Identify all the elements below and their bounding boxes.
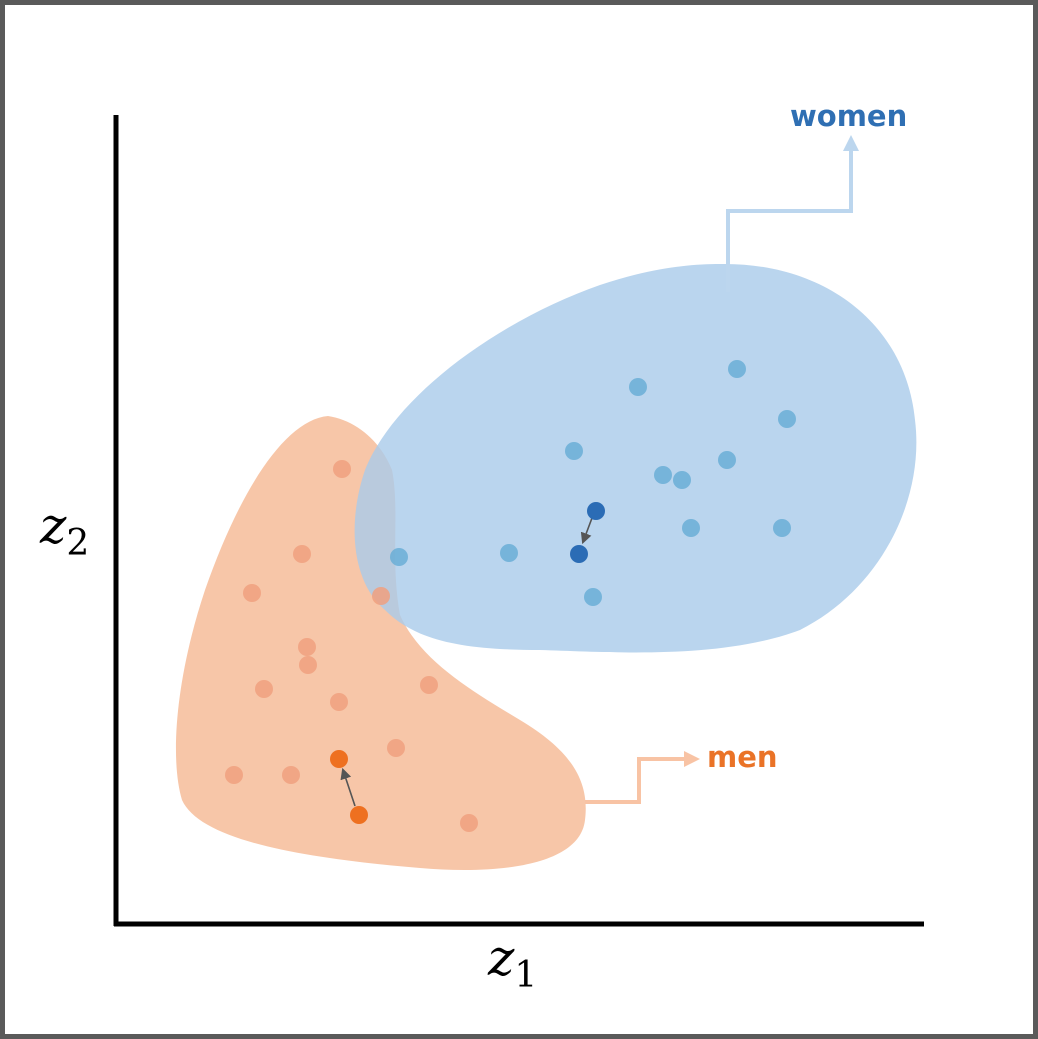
women-point xyxy=(500,544,518,562)
women-points xyxy=(390,360,796,606)
women-shift-arrow xyxy=(580,517,593,545)
men-label: men xyxy=(707,740,778,774)
women-point xyxy=(654,466,672,484)
men-points xyxy=(225,460,478,832)
women-point xyxy=(728,360,746,378)
men-point xyxy=(330,693,348,711)
men-point xyxy=(299,656,317,674)
women-highlight-point-shifted xyxy=(570,545,588,563)
women-label: women xyxy=(790,99,907,133)
men-highlight-point-original xyxy=(350,806,368,824)
men-point xyxy=(372,587,390,605)
women-point xyxy=(565,442,583,460)
men-point xyxy=(255,680,273,698)
men-point xyxy=(298,638,316,656)
women-shift-pair xyxy=(570,502,605,563)
men-shift-pair xyxy=(330,750,368,824)
women-point xyxy=(718,451,736,469)
women-point xyxy=(390,548,408,566)
latent-space-diagram: z2 z1 women men xyxy=(39,99,924,996)
men-callout-arrow xyxy=(585,757,685,804)
y-axis-label: z2 xyxy=(39,497,89,564)
men-point xyxy=(460,814,478,832)
women-callout-arrow xyxy=(726,150,853,292)
x-axis-label: z1 xyxy=(487,929,537,996)
men-point xyxy=(243,584,261,602)
men-point xyxy=(333,460,351,478)
women-point xyxy=(584,588,602,606)
women-callout-arrowhead xyxy=(843,135,859,151)
men-highlight-point-shifted xyxy=(330,750,348,768)
men-shift-arrow xyxy=(340,767,356,807)
women-point xyxy=(778,410,796,428)
women-point xyxy=(773,519,791,537)
men-point xyxy=(282,766,300,784)
men-point xyxy=(293,545,311,563)
women-point xyxy=(673,471,691,489)
men-callout-arrowhead xyxy=(684,751,700,767)
women-point xyxy=(682,519,700,537)
women-region xyxy=(354,263,917,653)
men-point xyxy=(420,676,438,694)
men-point xyxy=(225,766,243,784)
women-point xyxy=(629,378,647,396)
men-region xyxy=(175,416,586,871)
women-highlight-point-original xyxy=(587,502,605,520)
men-point xyxy=(387,739,405,757)
